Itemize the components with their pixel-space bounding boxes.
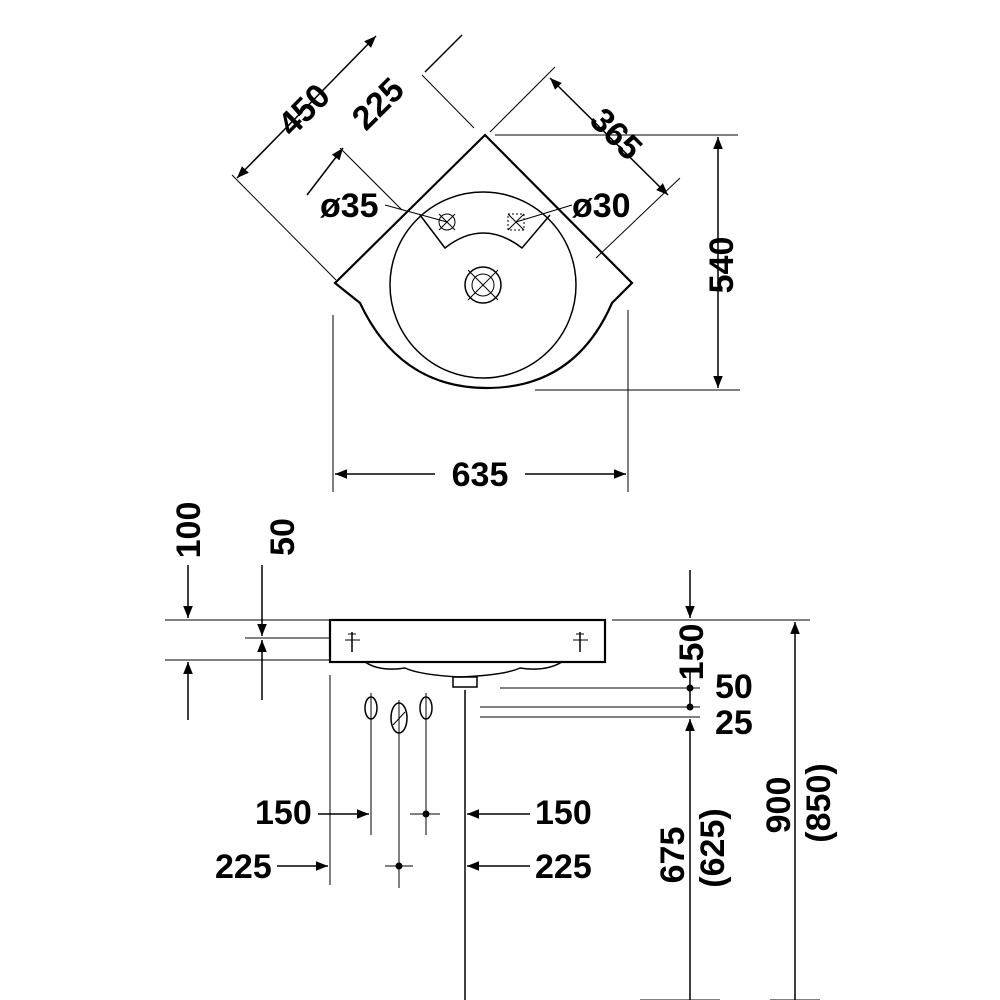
top-view: ø35 ø30 450 225 365 540 635 [231,34,741,494]
dim-900: 900 [760,777,798,834]
tap-symbol-right-icon [573,632,588,652]
tap-deck [419,214,551,250]
dim-850: (850) [800,763,838,842]
dim-225-center: 225 [535,848,592,886]
dim-365: 365 [582,101,649,168]
dim-675: 675 [654,827,692,884]
drain-icon [464,266,502,304]
dim-25: 25 [715,704,753,742]
bowl [389,191,577,379]
dim-540: 540 [703,237,741,294]
dim-225-left: 225 [215,848,272,886]
dim-225-top: 225 [345,71,412,138]
dim-50-right: 50 [715,668,753,706]
trap-icon [390,700,408,888]
front-view: 150 150 225 225 100 50 150 5 [165,502,838,1000]
dim-50-top: 50 [264,518,302,556]
basin-front [328,618,607,664]
dim-150-left: 150 [255,794,312,832]
dim-150-center: 150 [535,794,592,832]
basin-outline [333,133,634,390]
dim-150-right: 150 [673,624,711,681]
dim-100: 100 [170,502,208,559]
tap-hole-left-label: ø35 [320,187,379,225]
angle-valve-left-icon [364,693,378,835]
tap-hole-right-label: ø30 [572,187,631,225]
tap-symbol-left-icon [345,632,360,652]
bowl-underside [364,661,563,678]
drain-outlet [452,676,478,688]
dim-625: (625) [694,808,732,887]
dim-635: 635 [452,456,509,494]
